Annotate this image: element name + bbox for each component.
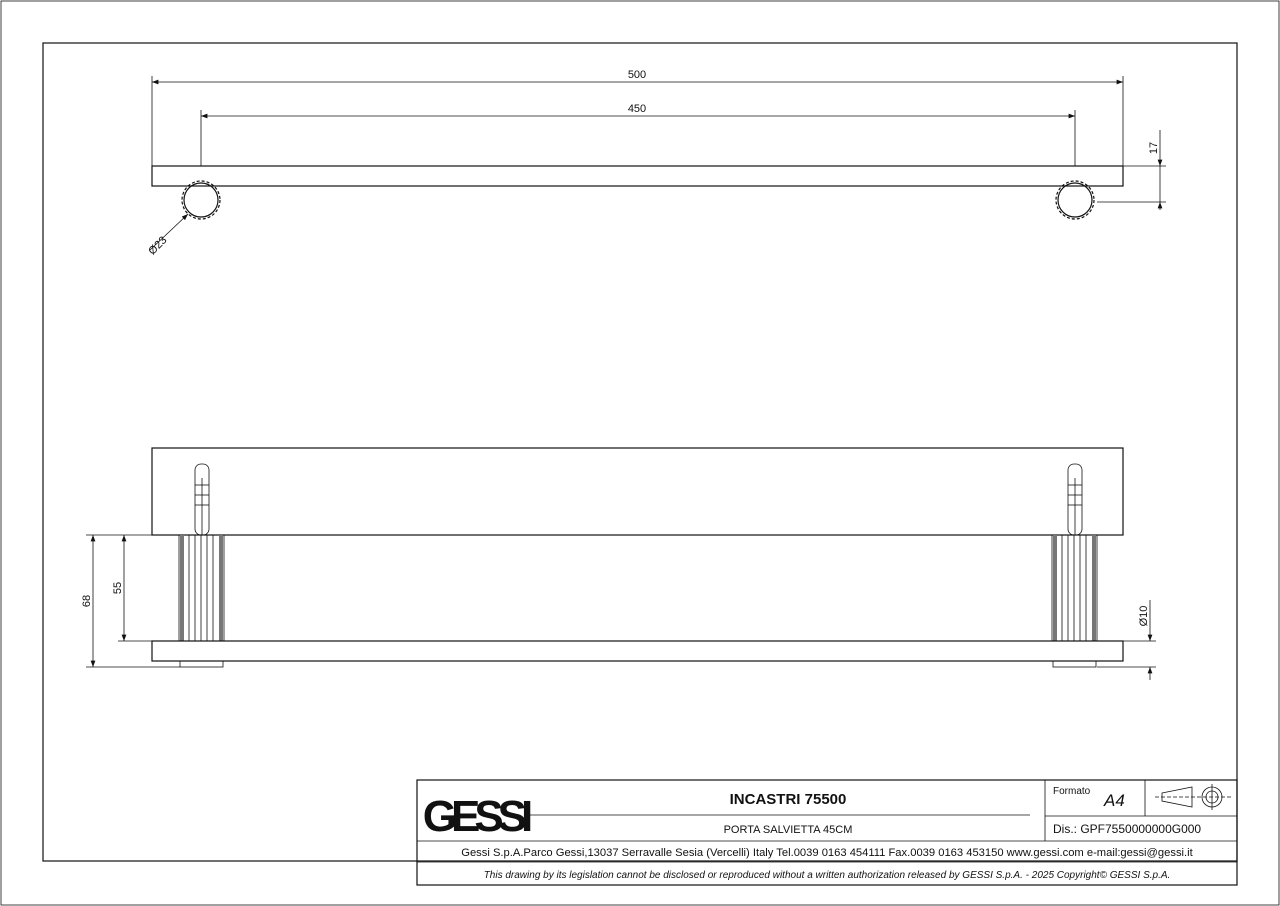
drawing-title: INCASTRI 75500: [730, 791, 847, 808]
dimension-bar-height: 17: [1148, 142, 1160, 154]
company-info: Gessi S.p.A.Parco Gessi,13037 Serravalle…: [461, 847, 1193, 859]
dimension-projection-posts: 55: [112, 582, 124, 594]
post-left-front: [178, 534, 225, 668]
top-view: 500 450 17 Ø23: [146, 69, 1166, 257]
post-right-top: [1055, 180, 1095, 220]
format-value: A4: [1103, 791, 1125, 810]
towel-bar-top: [151, 165, 1124, 187]
title-block: GESSI INCASTRI 75500 PORTA SALVIETTA 45C…: [416, 779, 1238, 886]
dimension-post-diameter: Ø23: [146, 234, 169, 257]
wall-section: [151, 447, 1124, 536]
dimension-center-distance: 450: [628, 103, 646, 115]
dimension-bar-diameter: Ø10: [1138, 606, 1150, 627]
gessi-logo: GESSI: [423, 792, 531, 841]
projection-symbol-icon: [1155, 784, 1233, 810]
front-view: 68 55 Ø10: [81, 447, 1156, 680]
drawing-number: Dis.: GPF7550000000G000: [1053, 822, 1201, 836]
wall-anchor-right: [1067, 463, 1083, 536]
post-left-top: [181, 180, 221, 220]
dimension-projection-total: 68: [81, 595, 93, 607]
drawing-subtitle: PORTA SALVIETTA 45CM: [724, 824, 853, 836]
post-right-front: [1051, 534, 1098, 668]
format-label: Formato: [1053, 786, 1091, 797]
copyright-disclaimer: This drawing by its legislation cannot b…: [484, 870, 1171, 881]
dimension-overall-length: 500: [628, 69, 646, 81]
towel-bar-front: [151, 640, 1124, 662]
wall-anchor-left: [194, 463, 210, 536]
drawing-frame: [42, 42, 1238, 862]
